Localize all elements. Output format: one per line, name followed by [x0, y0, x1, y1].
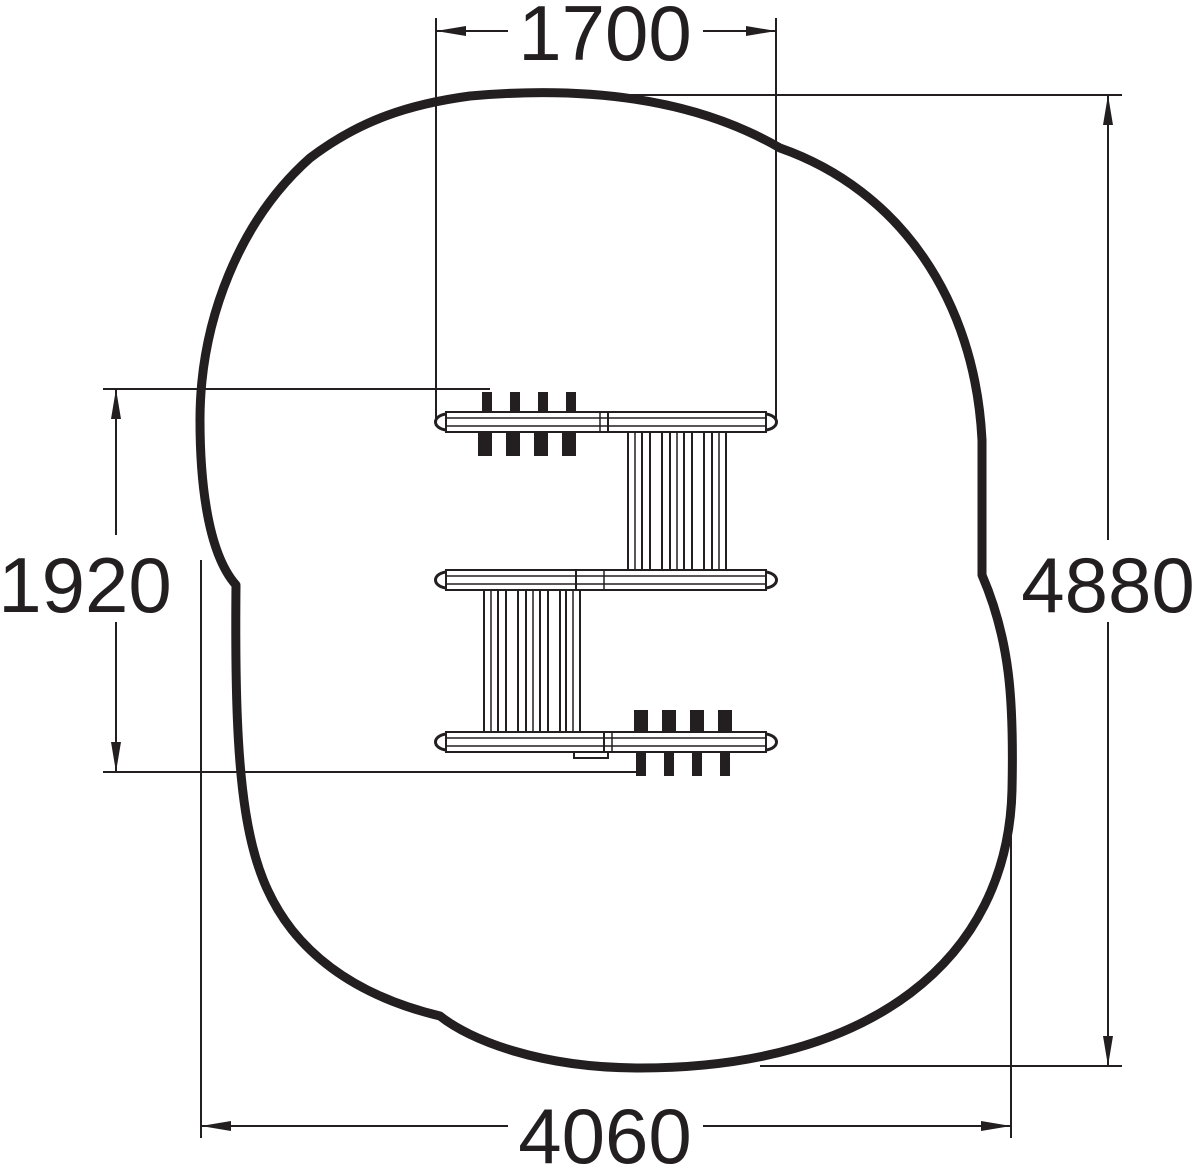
- dimension-top: 1700: [435, 0, 777, 420]
- grip: [506, 392, 520, 456]
- plank-set-lower: [483, 589, 581, 733]
- beam-end-cap: [765, 412, 778, 432]
- play-equipment: [434, 392, 778, 776]
- beam-middle-right: [575, 569, 778, 591]
- grips-bottom: [634, 710, 732, 776]
- dimension-left: 1920: [0, 388, 640, 773]
- beam-end-cap: [434, 732, 447, 752]
- beam-end-cap: [434, 570, 447, 590]
- plank-set-upper: [627, 431, 738, 571]
- arrow-top-left: [436, 26, 466, 36]
- arrow-left-top: [111, 389, 121, 419]
- grip: [662, 710, 676, 776]
- arrow-right-top: [1103, 95, 1113, 125]
- beam-end-cap: [765, 570, 778, 590]
- beam-bottom-right: [603, 731, 778, 753]
- arrow-bottom-left: [201, 1121, 231, 1131]
- beam-rail: [445, 411, 609, 433]
- arrow-bottom-right: [981, 1121, 1011, 1131]
- dimension-bottom: 4060: [200, 560, 1012, 1172]
- grip: [718, 710, 732, 776]
- dimension-label-left: 1920: [0, 541, 172, 629]
- beam-rail: [603, 731, 767, 753]
- grip: [478, 392, 492, 456]
- arrow-left-bottom: [111, 742, 121, 772]
- beam-rail: [445, 731, 609, 753]
- dimension-label-top: 1700: [518, 0, 692, 77]
- grip: [634, 710, 648, 776]
- arrow-right-bottom: [1103, 1036, 1113, 1066]
- grip: [562, 392, 576, 456]
- arrow-top-right: [746, 26, 776, 36]
- beam-rail: [607, 411, 767, 433]
- grip: [534, 392, 548, 456]
- dimension-right: 4880: [600, 94, 1195, 1067]
- grips-top: [478, 392, 576, 456]
- beam-end-cap: [765, 732, 778, 752]
- beam-end-cap: [434, 412, 447, 432]
- grip: [690, 710, 704, 776]
- beam-top-right: [607, 411, 778, 433]
- beam-top-left: [434, 411, 609, 433]
- dimension-label-right: 4880: [1021, 541, 1195, 629]
- beam-bottom-left: [434, 731, 609, 759]
- safety-zone-outline: [195, 88, 1017, 1073]
- dimension-label-bottom: 4060: [518, 1092, 692, 1172]
